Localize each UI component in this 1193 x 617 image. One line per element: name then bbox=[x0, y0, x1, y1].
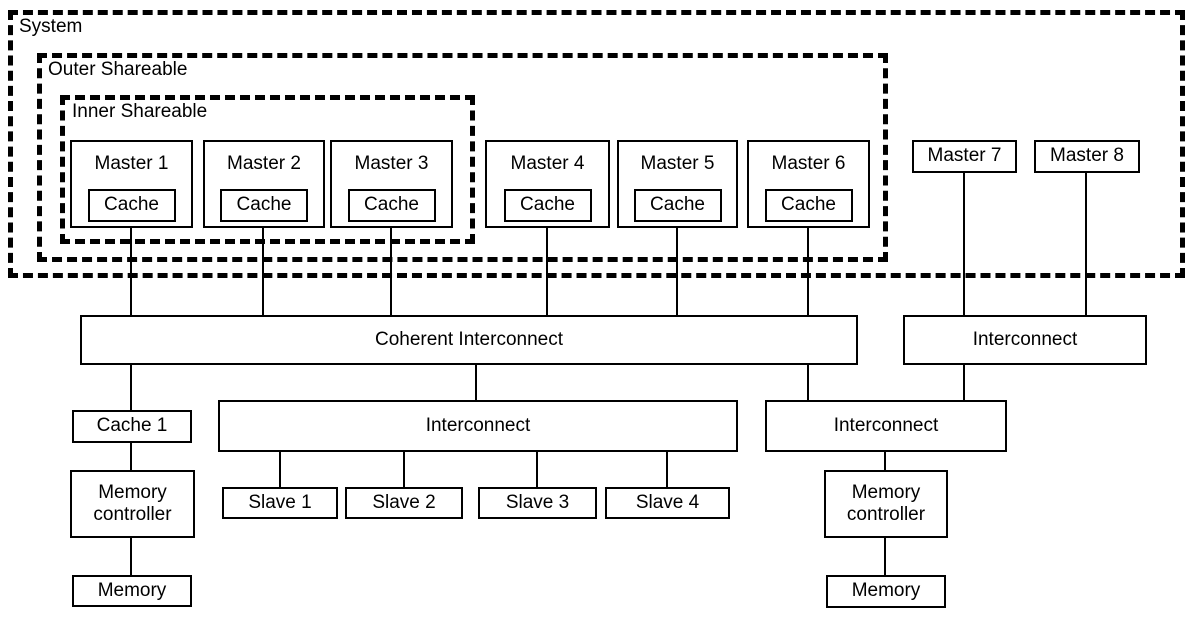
connector-master3-coherent bbox=[390, 223, 392, 315]
memory-interconnect-box: Interconnect bbox=[765, 400, 1007, 452]
slave-3-label: Slave 3 bbox=[505, 491, 570, 513]
system-domain-label: System bbox=[16, 16, 86, 38]
master-4-box: Master 4 Cache bbox=[485, 140, 610, 228]
connector-cache1-memcontroller bbox=[130, 443, 132, 470]
master-3-cache-label: Cache bbox=[364, 194, 419, 216]
master-8-box: Master 8 bbox=[1034, 140, 1140, 173]
master-3-label: Master 3 bbox=[354, 153, 429, 174]
slave-2-box: Slave 2 bbox=[345, 487, 463, 519]
coherent-interconnect-box: Coherent Interconnect bbox=[80, 315, 858, 365]
slave-1-box: Slave 1 bbox=[222, 487, 338, 519]
left-memory-controller-label: Memory controller bbox=[93, 481, 172, 525]
connector-coherent-memorybus bbox=[807, 365, 809, 400]
masters78-interconnect-box: Interconnect bbox=[903, 315, 1147, 365]
master-4-label: Master 4 bbox=[510, 153, 585, 174]
master-3-box: Master 3 Cache bbox=[330, 140, 453, 228]
slave-1-label: Slave 1 bbox=[248, 491, 312, 513]
connector-master8-interconnect bbox=[1085, 173, 1087, 315]
master-5-label: Master 5 bbox=[640, 153, 715, 174]
connector-memorybus-memcontroller bbox=[884, 452, 886, 470]
right-memory-label: Memory bbox=[851, 580, 921, 602]
system-domain-box bbox=[8, 10, 1185, 278]
masters78-interconnect-label: Interconnect bbox=[972, 328, 1078, 350]
slave-2-label: Slave 2 bbox=[372, 491, 436, 513]
connector-slavebus-slave2 bbox=[403, 452, 405, 487]
slave-4-box: Slave 4 bbox=[605, 487, 730, 519]
right-memory-box: Memory bbox=[826, 575, 946, 608]
master-6-box: Master 6 Cache bbox=[747, 140, 870, 228]
connector-master4-coherent bbox=[546, 223, 548, 315]
connector-master6-coherent bbox=[807, 223, 809, 315]
left-memory-box: Memory bbox=[72, 575, 192, 607]
connector-slavebus-slave1 bbox=[279, 452, 281, 487]
inner-shareable-domain-box bbox=[60, 95, 475, 244]
connector-coherent-cache1 bbox=[130, 365, 132, 410]
master-1-label: Master 1 bbox=[94, 153, 169, 174]
memory-interconnect-label: Interconnect bbox=[833, 414, 939, 436]
master-1-box: Master 1 Cache bbox=[70, 140, 193, 228]
master-3-cache-box: Cache bbox=[347, 189, 436, 222]
master-2-box: Master 2 Cache bbox=[203, 140, 325, 228]
connector-master7-interconnect bbox=[963, 173, 965, 315]
connector-master1-coherent bbox=[130, 223, 132, 315]
inner-shareable-domain-label: Inner Shareable bbox=[69, 101, 211, 123]
left-memory-label: Memory bbox=[97, 579, 167, 601]
connector-memcontroller-memory-right bbox=[884, 538, 886, 575]
left-memory-controller-box: Memory controller bbox=[70, 470, 195, 538]
master-2-label: Master 2 bbox=[227, 153, 301, 174]
master-4-cache-label: Cache bbox=[520, 194, 575, 216]
cache-1-label: Cache 1 bbox=[96, 415, 168, 437]
cache-1-box: Cache 1 bbox=[72, 410, 192, 443]
master-6-cache-box: Cache bbox=[764, 189, 853, 222]
slave-3-box: Slave 3 bbox=[478, 487, 597, 519]
slave-4-label: Slave 4 bbox=[635, 491, 700, 513]
master-7-label: Master 7 bbox=[927, 145, 1002, 167]
master-7-box: Master 7 bbox=[912, 140, 1017, 173]
master-2-cache-box: Cache bbox=[220, 189, 308, 222]
master-8-label: Master 8 bbox=[1050, 145, 1124, 167]
outer-shareable-domain-label: Outer Shareable bbox=[45, 59, 191, 81]
slave-interconnect-label: Interconnect bbox=[425, 414, 531, 436]
master-5-box: Master 5 Cache bbox=[617, 140, 738, 228]
connector-slavebus-slave3 bbox=[536, 452, 538, 487]
master-5-cache-box: Cache bbox=[633, 189, 722, 222]
connector-masters78bus-memorybus bbox=[963, 365, 965, 400]
master-1-cache-label: Cache bbox=[104, 194, 159, 216]
coherent-interconnect-label: Coherent Interconnect bbox=[374, 328, 563, 350]
master-6-cache-label: Cache bbox=[781, 194, 836, 216]
master-5-cache-label: Cache bbox=[650, 194, 705, 216]
master-6-label: Master 6 bbox=[771, 153, 846, 174]
connector-memcontroller-memory-left bbox=[130, 538, 132, 575]
connector-master5-coherent bbox=[676, 223, 678, 315]
outer-shareable-domain-box bbox=[37, 53, 888, 262]
master-1-cache-box: Cache bbox=[87, 189, 176, 222]
connector-coherent-slavebus bbox=[475, 365, 477, 400]
right-memory-controller-box: Memory controller bbox=[824, 470, 948, 538]
master-4-cache-box: Cache bbox=[503, 189, 592, 222]
right-memory-controller-label: Memory controller bbox=[846, 481, 926, 525]
connector-slavebus-slave4 bbox=[666, 452, 668, 487]
slave-interconnect-box: Interconnect bbox=[218, 400, 738, 452]
connector-master2-coherent bbox=[262, 223, 264, 315]
master-2-cache-label: Cache bbox=[236, 194, 292, 216]
